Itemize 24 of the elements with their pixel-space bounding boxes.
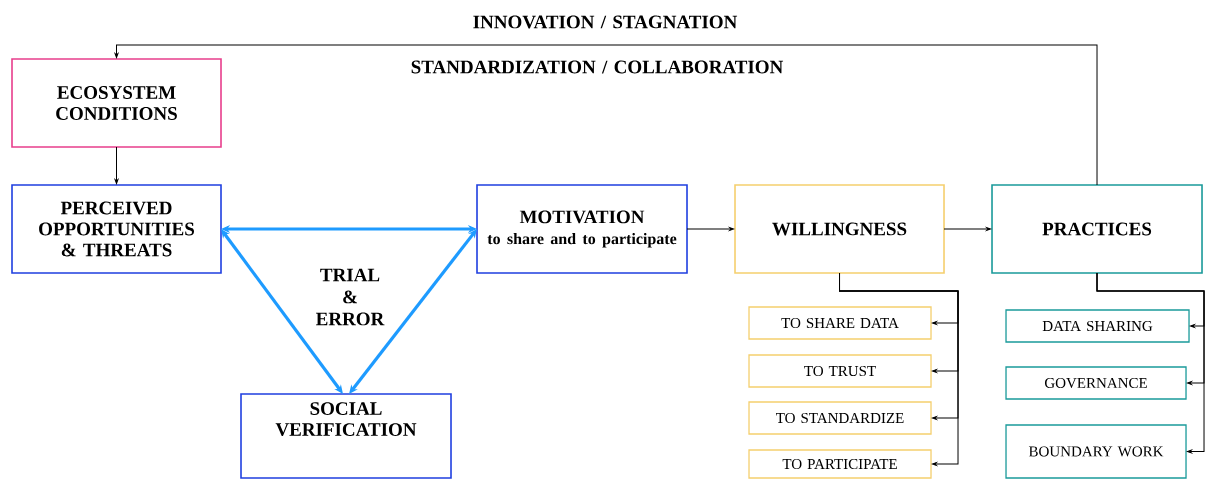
label-text: TRIAL & ERROR: [316, 268, 385, 326]
item-box: BOUNDARY WORK: [1005, 424, 1187, 479]
process-box: MOTIVATION to share and to participate: [476, 184, 688, 274]
arrow: [1096, 272, 1205, 454]
arrow: [114, 44, 1098, 186]
process-box: SOCIAL VERIFICATION: [240, 393, 452, 479]
arrow: [349, 229, 477, 394]
process-box: PERCEIVED OPPORTUNITIES & THREATS: [11, 184, 222, 274]
item-box: TO SHARE DATA: [748, 306, 932, 340]
item-box: TO STANDARDIZE: [748, 401, 932, 435]
arrow: [943, 227, 992, 231]
item-box: TO PARTICIPATE: [748, 449, 932, 479]
process-box: ECOSYSTEM CONDITIONS: [11, 58, 222, 148]
arrow: [839, 272, 959, 466]
arrow: [114, 146, 119, 184]
label-text: STANDARDIZATION / COLLABORATION: [411, 60, 784, 74]
process-box: PRACTICES: [991, 184, 1203, 274]
item-box: DATA SHARING: [1005, 309, 1190, 343]
label-text: INNOVATION / STAGNATION: [473, 15, 738, 29]
arrow: [221, 229, 343, 394]
process-box: WILLINGNESS: [734, 184, 945, 274]
item-box: GOVERNANCE: [1005, 366, 1187, 400]
item-box: TO TRUST: [748, 354, 932, 388]
arrow: [686, 227, 734, 231]
